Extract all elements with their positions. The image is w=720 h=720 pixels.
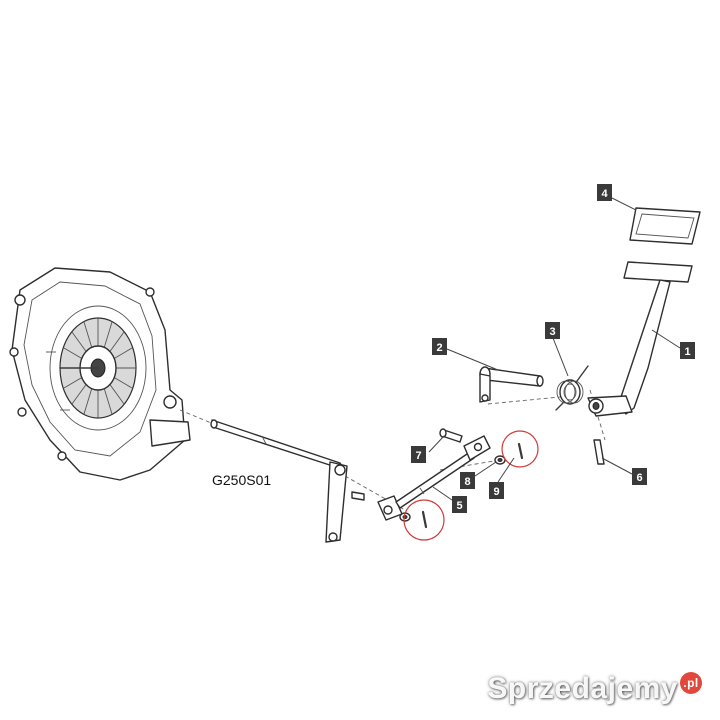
svg-text:9: 9 (493, 486, 499, 498)
callout-2: 2 (432, 338, 499, 371)
watermark-badge: .pl (680, 672, 702, 694)
part-7-bolt (439, 428, 463, 443)
svg-text:4: 4 (601, 188, 608, 200)
svg-text:6: 6 (636, 472, 642, 484)
part-2-pivot-shaft (479, 366, 544, 403)
callout-8: 8 (460, 461, 497, 489)
svg-text:1: 1 (684, 346, 690, 358)
callout-4: 4 (597, 184, 637, 211)
svg-text:3: 3 (549, 326, 555, 338)
part-1-pedal-arm (587, 261, 693, 417)
part-5-adjusting-rod (377, 435, 491, 521)
part-9-cotter-pin-upper (501, 430, 539, 468)
svg-text:8: 8 (464, 476, 470, 488)
callout-7: 7 (411, 435, 445, 463)
part-code-label: G250S01 (212, 472, 271, 488)
callout-9: 9 (489, 457, 515, 499)
pin-left (351, 491, 365, 501)
part-9-cotter-pin-lower (403, 499, 445, 541)
svg-text:5: 5 (456, 500, 462, 512)
part-8-washer-upper (494, 455, 506, 465)
svg-text:2: 2 (436, 342, 442, 354)
callout-6: 6 (601, 457, 647, 485)
part-6-roll-pin (593, 439, 605, 465)
watermark-text: Sprzedajemy (487, 672, 678, 705)
part-4-pedal-pad (629, 207, 701, 245)
bell-housing (9, 267, 191, 481)
callout-3: 3 (545, 322, 569, 377)
part-3-spring (555, 365, 589, 411)
callout-5: 5 (432, 486, 467, 513)
callout-1: 1 (651, 329, 695, 359)
cross-shaft-g250s01 (210, 419, 348, 543)
watermark-logo: Sprzedajemy.pl (487, 672, 702, 706)
svg-text:7: 7 (415, 450, 421, 462)
